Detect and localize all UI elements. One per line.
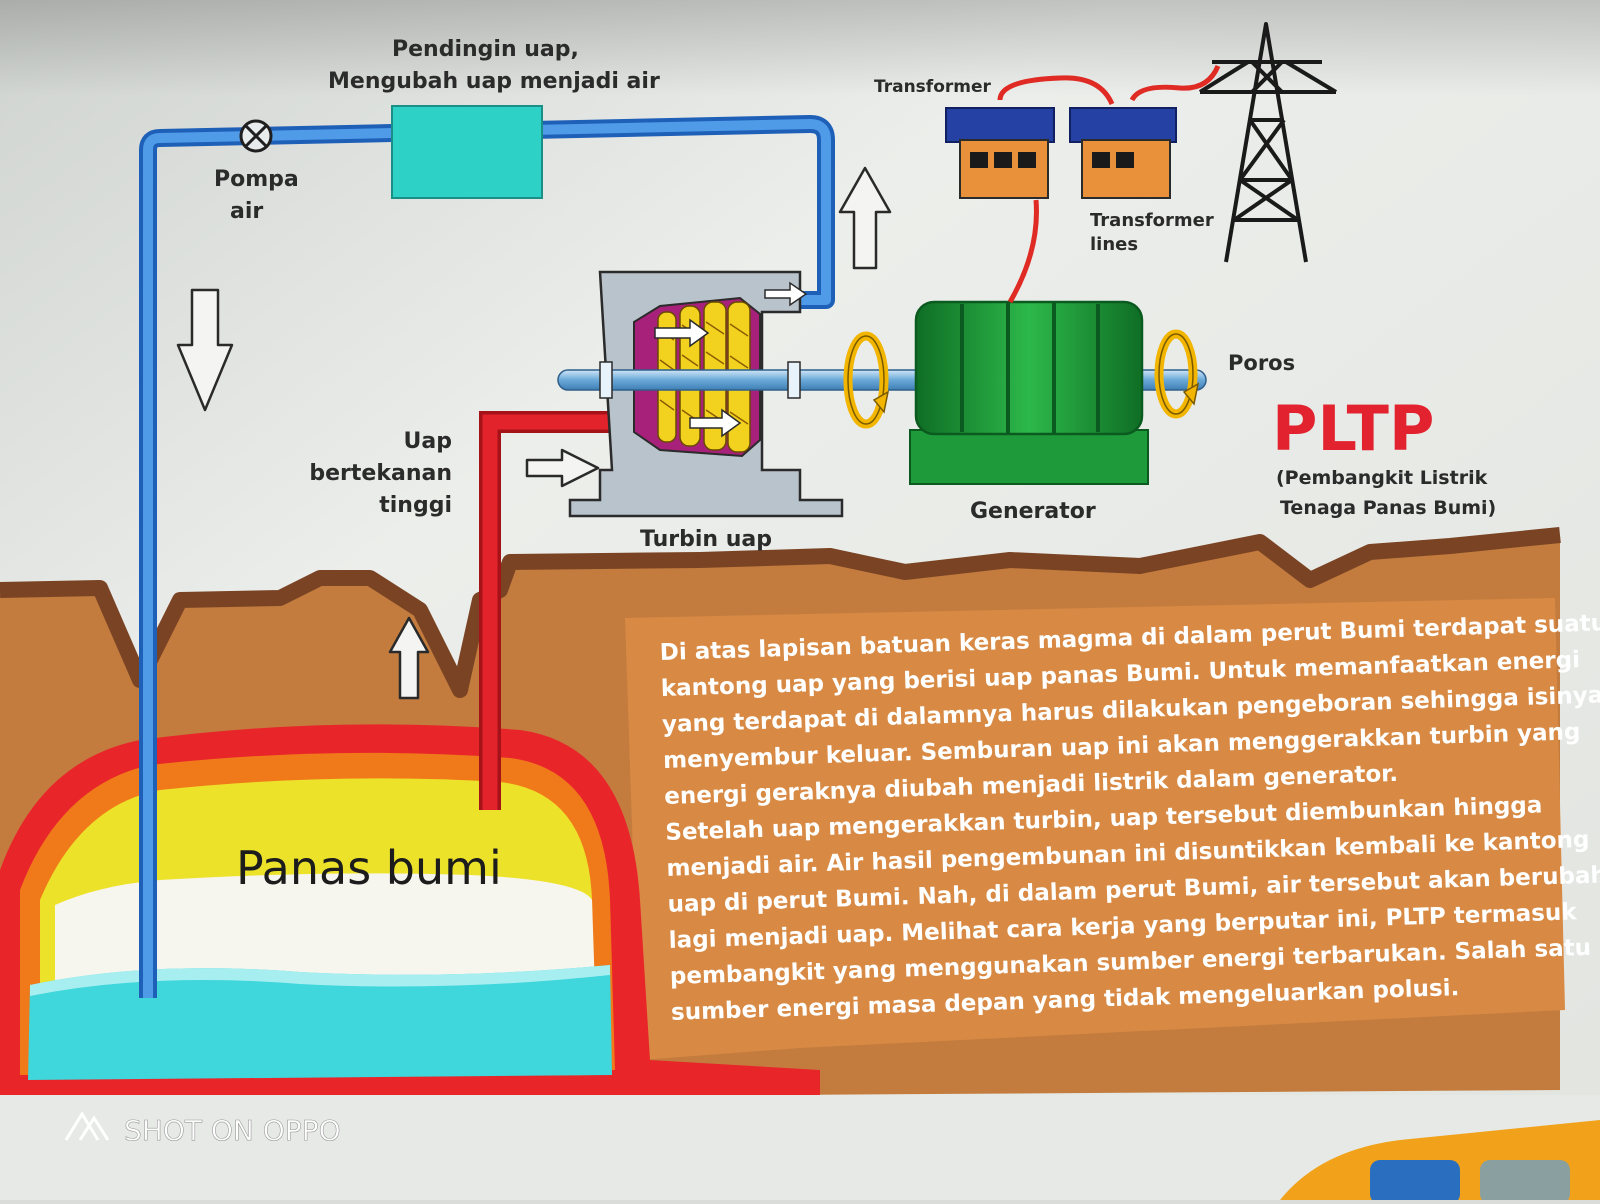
transformer-label: Transformer [874, 77, 992, 97]
transformer-lines-label-2: lines [1090, 234, 1138, 255]
generator-base [910, 430, 1148, 484]
cooler-title-label: Pendingin uap, [392, 37, 579, 62]
cooler-subtitle-label: Mengubah uap menjadi air [328, 69, 660, 94]
generator [910, 302, 1148, 484]
pltp-subtitle-line1: (Pembangkit Listrik [1276, 467, 1488, 489]
steam-label-line2: bertekanan [309, 461, 452, 486]
watermark-label: SHOT ON OPPO [124, 1114, 341, 1147]
reservoir-label: Panas bumi [236, 841, 502, 895]
steam-cooler [392, 106, 542, 198]
steam-label-line1: Uap [404, 429, 452, 454]
transformer-2 [1070, 108, 1176, 198]
steam-label-line3: tinggi [379, 493, 452, 518]
pump-label-line2: air [230, 199, 263, 224]
shaft-label: Poros [1228, 351, 1295, 375]
corner-button [1370, 1160, 1460, 1200]
description-text: Di atas lapisan batuan keras magma di da… [659, 610, 1600, 1026]
shaft-coupling [788, 362, 800, 398]
transformer-1 [946, 108, 1054, 198]
pltp-subtitle-line2: Tenaga Panas Bumi) [1280, 497, 1496, 519]
pump-label-line1: Pompa [214, 167, 299, 192]
pump-valve-icon [241, 121, 271, 151]
transformer-lines-label-1: Transformer [1090, 210, 1214, 231]
generator-body [916, 302, 1142, 434]
generator-label: Generator [970, 499, 1096, 524]
turbine-label: Turbin uap [640, 527, 772, 552]
pltp-title: PLTP [1272, 392, 1434, 465]
corner-button [1480, 1160, 1570, 1200]
shaft-coupling [600, 362, 612, 398]
